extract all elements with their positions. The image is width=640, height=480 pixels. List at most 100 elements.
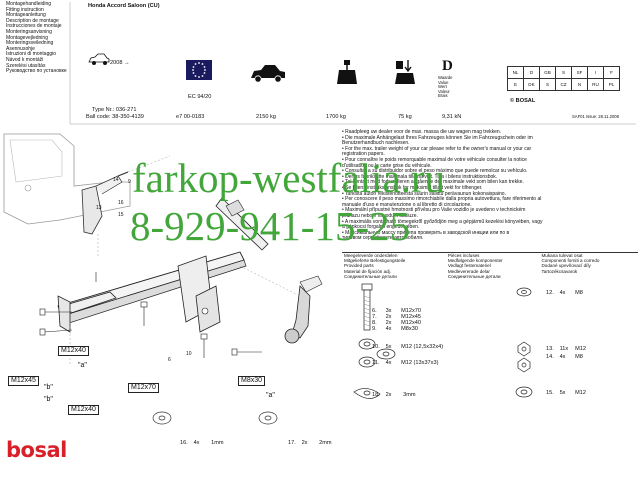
- part-number-10: 10: [186, 351, 192, 357]
- country-code: N: [571, 78, 588, 91]
- car-towing-icon: [251, 65, 285, 83]
- part-desc: M12 (13x37x3): [401, 360, 439, 366]
- part-number-16: 16: [118, 200, 124, 206]
- car-side-icon: [88, 53, 110, 65]
- part-qty: 2x: [385, 314, 392, 320]
- instruction-text: • Per conoscere il peso massimo rimorchi…: [342, 196, 542, 203]
- instruction-line: Руководство по установке: [6, 68, 67, 75]
- bolt-label-m12x45: M12x45: [8, 376, 39, 386]
- part-qty: 4x: [559, 354, 566, 360]
- materials-cell: Vedlagt festemateriel: [447, 263, 491, 269]
- part-desc: M12x45: [401, 314, 422, 320]
- instruction-text: • Die maximale Anhängelast Ihres Fahrzeu…: [342, 134, 533, 141]
- materials-cell: Medfølgende komponenter: [447, 258, 503, 264]
- materials-cell: Medlevererade delar: [447, 268, 490, 274]
- instruction-line: Fitting instruction: [6, 6, 44, 13]
- hitch-diagram: [3, 133, 323, 425]
- part-qty: 2x: [385, 392, 392, 398]
- instruction-text: Benutzerhandbuch nachlesen.: [342, 140, 410, 147]
- instruction-line: Montagehandleiding: [6, 1, 52, 7]
- part-row: 12. 4x M8: [546, 290, 583, 296]
- part-number-6: 6: [168, 357, 171, 363]
- part-qty: 4x: [559, 290, 566, 296]
- part-desc: M8x30: [401, 326, 418, 332]
- eu-flag-icon: [186, 60, 212, 80]
- instruction-text: • Tal kontakt med forhandleren angående …: [342, 179, 524, 186]
- part-row: 11. 4x M12 (13x37x3): [372, 360, 438, 366]
- part-row: 14. 4x M8: [546, 354, 583, 360]
- bosal-logo: bosal: [6, 438, 68, 462]
- callout-b: "b": [44, 384, 53, 391]
- instruction-line: Szerelési utasítás: [6, 62, 46, 69]
- callout-b: "b": [44, 396, 53, 403]
- part-number-9: 9: [128, 179, 131, 185]
- part-number: 10.: [372, 344, 380, 350]
- watermark-phone: 8-929-941-15-25: [130, 203, 411, 249]
- part-qty: 5x: [559, 390, 566, 396]
- d-value: 9,31 kN: [442, 114, 462, 120]
- instruction-text: • Consultar a su distribuidor sobre el p…: [342, 168, 528, 175]
- part-number: 17.: [288, 440, 296, 446]
- part-qty: 11x: [559, 346, 569, 352]
- country-code: CZ: [555, 78, 572, 91]
- instruction-text: • Raadpleeg uw dealer voor de max. massa…: [342, 129, 502, 135]
- bosal-logo-text: bosal: [6, 438, 67, 462]
- part-desc: M12x70: [401, 308, 422, 314]
- callout-a: "a": [78, 362, 87, 369]
- d-word: Wert: [438, 84, 447, 90]
- d-value-words: Waarde Value Wert Valeur Brais: [438, 75, 453, 99]
- instruction-line: Montagevejledning: [6, 34, 48, 41]
- part-desc: M12: [575, 346, 587, 352]
- instruction-line: Description de montage: [6, 17, 59, 24]
- part-row: 13. 11x M12: [546, 346, 586, 352]
- instruction-text: • Se bilens instruksjonsbok for maksimal…: [342, 184, 483, 191]
- part-qty: 4x: [385, 360, 392, 366]
- instruction-text: • Максимальную массу прицепа проверить в…: [342, 229, 510, 236]
- instruction-text: типовом сертификате автомобиля.: [342, 235, 424, 242]
- bolt-label-m12x70: M12x70: [128, 383, 159, 393]
- part-number: 9.: [372, 326, 377, 332]
- part-desc: M12x40: [401, 320, 422, 326]
- weight-icon: [337, 60, 357, 84]
- materials-table: Meegeleverde onderdelen Pièces incluses …: [342, 252, 638, 279]
- part-number-14: 14: [113, 177, 119, 183]
- materials-cell: Соединительные детали: [344, 273, 397, 279]
- d-word: Brais: [438, 93, 448, 99]
- bolt-label-m12x40: M12x40: [58, 346, 89, 356]
- part-qty: 3x: [385, 308, 392, 314]
- part-desc: M12: [575, 390, 587, 396]
- watermark-url: farkop-westfalia.ru: [132, 155, 446, 201]
- part-number: 11.: [372, 360, 380, 366]
- weight-trailer: 1700 kg: [326, 114, 346, 120]
- vehicle-year: 2008 →: [110, 60, 130, 66]
- materials-cell: Tartozékcsavarok: [541, 268, 578, 274]
- bosal-mark: © BOSAL: [510, 98, 536, 104]
- instruction-line: Montageanleitung: [6, 12, 46, 19]
- part-number: 12.: [546, 290, 554, 296]
- parts-icons: [353, 283, 533, 399]
- d-word: Value: [438, 79, 449, 85]
- part-row: 7. 2x M12x45: [372, 314, 421, 320]
- approval-number: e7 00-0183: [176, 114, 205, 120]
- instruction-text: • Der es fabriksatte maximala tillåtna v…: [342, 173, 498, 180]
- part-row: 6. 3x M12x70: [372, 308, 421, 314]
- bolt-label-m12x40: M12x40: [68, 405, 99, 415]
- materials-cell: Material de fijación adj.: [344, 268, 391, 274]
- materials-cell: Dodané upevňovací díly: [541, 263, 591, 269]
- part-number: 8.: [372, 320, 377, 326]
- language-list: Montagehandleiding Fitting instruction M…: [6, 1, 68, 75]
- instruction-text: • For the max. trailer weight of your ca…: [342, 145, 532, 152]
- part-qty: 4x: [385, 326, 392, 332]
- part-qty: 2x: [301, 440, 308, 446]
- part-number: 13.: [546, 346, 554, 352]
- instruction-text: • A maximális vontatható tömegekről győz…: [342, 218, 543, 225]
- ball-code: Ball code: 38-350-4139: [86, 114, 144, 120]
- part-qty: 5x: [385, 344, 392, 350]
- part-row: 9. 4x M8x30: [372, 326, 418, 332]
- part-row: 17. 2x 2mm: [288, 440, 332, 446]
- instruction-text: a gépkocsi forgalmi engedélyében.: [342, 224, 420, 231]
- bolt-label-m8x30: M8x30: [238, 376, 266, 386]
- instruction-line: Instrucciones de montaje: [6, 23, 62, 30]
- part-qty: 4x: [193, 440, 200, 446]
- part-qty: 2x: [385, 320, 392, 326]
